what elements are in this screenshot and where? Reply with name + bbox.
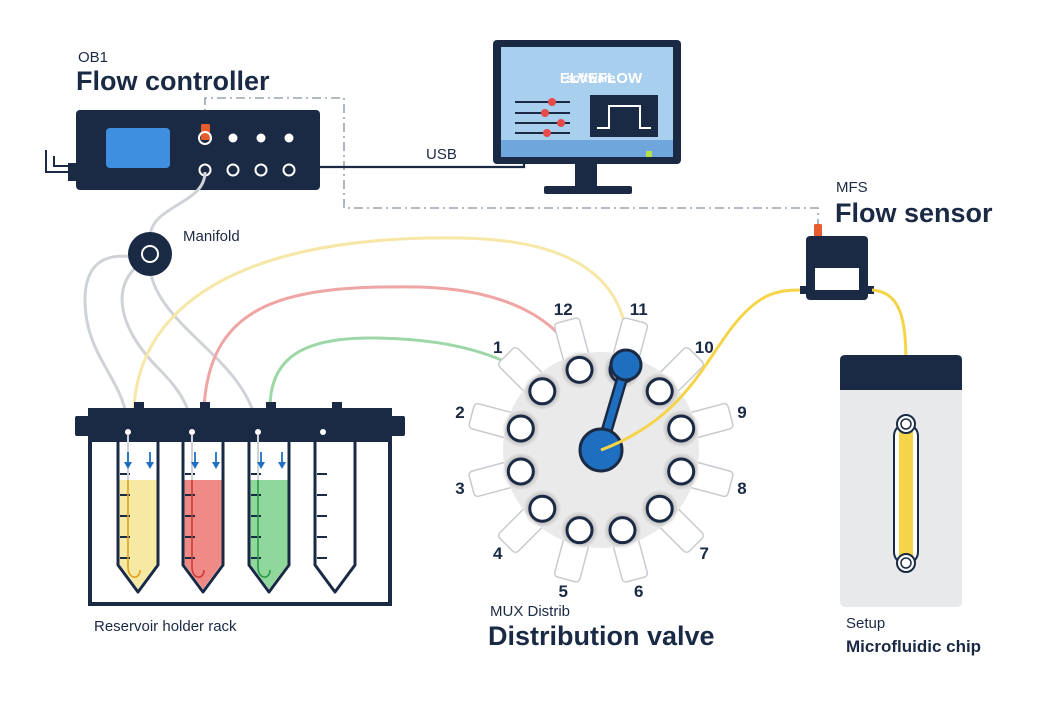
valve-port-number: 5 [558,582,567,601]
computer-monitor [493,40,681,194]
yellow-tubing [132,236,630,409]
valve-port-number: 9 [737,403,746,422]
valve-port-number: 8 [737,479,746,498]
software-name-label: software [566,71,616,85]
controller-title: Flow controller [76,66,270,96]
red-tubing [202,285,578,409]
valve-port-8 [667,457,696,486]
signal-cable [204,97,819,226]
valve-port-9 [667,414,696,443]
valve-port-1 [528,377,557,406]
valve-port-number: 7 [700,544,709,563]
manifold [128,232,172,276]
valve-port-12 [565,355,594,384]
microfluidic-chip [840,355,962,607]
flow-sensor-device [800,224,874,300]
valve-port-10 [645,377,674,406]
reservoir-label: Reservoir holder rack [94,618,237,635]
software-brand: ELVEFLOW [560,70,643,87]
usb-label: USB [426,146,457,163]
chip-title: Microfluidic chip [846,637,982,656]
valve-port-2 [506,414,535,443]
sensor-model-label: MFS [836,179,868,196]
controller-model-label: OB1 [78,49,109,66]
valve-port-5 [565,516,594,545]
pressure-tubing [83,171,260,433]
valve-port-number: 3 [455,479,464,498]
valve-port-number: 10 [695,338,714,357]
valve-port-number: 11 [630,300,648,319]
valve-model-label: MUX Distrib [490,603,571,620]
manifold-label: Manifold [183,228,240,245]
chip-model-label: Setup [846,615,886,632]
sensor-title: Flow sensor [835,198,993,228]
valve-port-number: 6 [634,582,643,601]
valve-port-7 [645,494,674,523]
valve-port-number: 12 [554,300,573,319]
valve-port-4 [528,494,557,523]
pulse-graph [590,95,658,137]
valve-outlet-tubing [600,288,806,452]
valve-port-3 [506,457,535,486]
valve-port-6 [608,516,637,545]
valve-port-number: 2 [455,403,464,422]
reservoir-holder-rack [75,402,405,606]
flow-controller-device [45,110,320,190]
valve-port-number: 1 [493,338,502,357]
controller-display [106,128,170,168]
valve-title: Distribution valve [488,621,715,651]
valve-port-number: 4 [493,544,503,563]
pressure-arrow-icons [124,452,286,469]
